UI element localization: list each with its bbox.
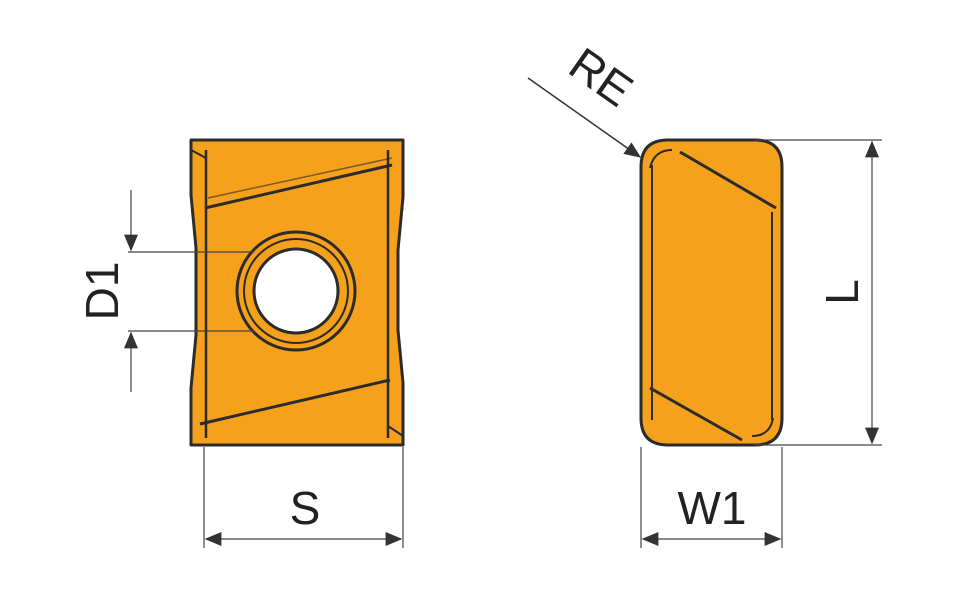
dimension-w1: W1 <box>640 447 783 548</box>
s-label: S <box>290 482 321 534</box>
insert-side-body <box>639 138 784 447</box>
upper-rake-edge <box>204 163 393 210</box>
left-facet-corner <box>190 149 207 159</box>
hole-bore <box>252 247 340 335</box>
inner-edge-top-left <box>649 149 673 169</box>
hole-chamfer-ring <box>243 238 349 344</box>
dimension-s: S <box>203 447 404 548</box>
insert-front-view <box>189 138 405 447</box>
inner-edge-bottom-right <box>751 417 774 437</box>
upper-cutting-edge <box>679 150 777 210</box>
insert-side-view <box>639 138 784 447</box>
lower-rake-edge <box>199 378 391 426</box>
l-label: L <box>816 279 868 305</box>
dimension-d1: D1 <box>76 190 254 392</box>
w1-label: W1 <box>678 482 747 534</box>
dimension-re: RE <box>527 37 642 158</box>
upper-rake-edge-inner <box>207 157 393 199</box>
d1-label: D1 <box>76 262 128 321</box>
right-facet-corner <box>387 425 404 437</box>
lower-cutting-edge <box>649 386 743 442</box>
re-label: RE <box>560 37 642 116</box>
dimension-l: L <box>755 139 882 446</box>
